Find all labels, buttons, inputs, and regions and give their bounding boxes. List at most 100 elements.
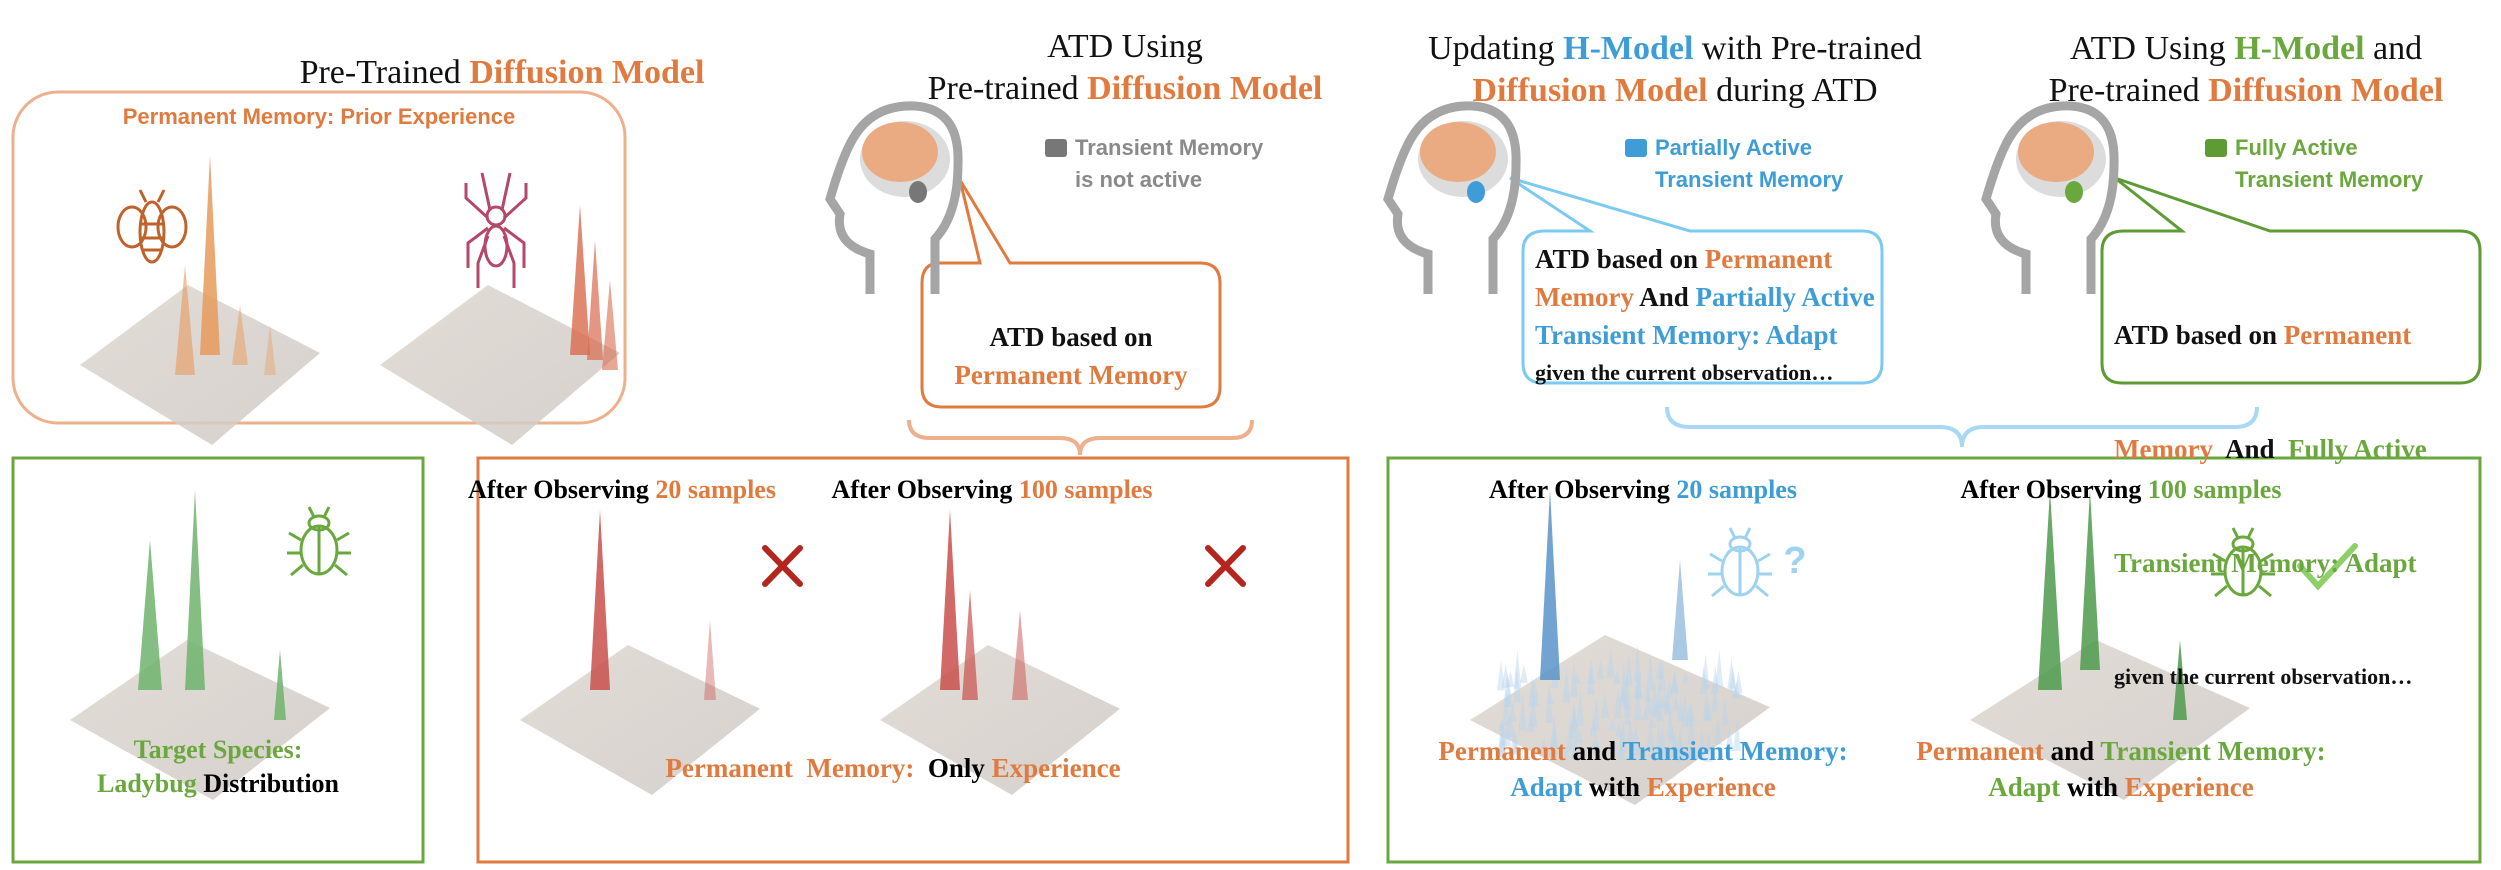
obs-20-hmodel: After Observing 20 samples <box>1489 475 1797 505</box>
target-species: Ladybug <box>97 769 197 798</box>
target-label: Target Species: Ladybug Distribution <box>97 733 339 801</box>
permanent-only-footer: Permanent Memory: Only Experience <box>665 753 1120 784</box>
title-highlight: Diffusion Model <box>469 54 704 91</box>
obs-100-hmodel: After Observing 100 samples <box>1961 475 2282 505</box>
hmodel-footer-left: Permanent and Transient Memory: Adapt wi… <box>1438 733 1847 805</box>
callout-text: Memory <box>2114 434 2213 464</box>
peak <box>704 620 716 700</box>
callout-text: ATD based on <box>2114 320 2284 350</box>
footer-text: Permanent <box>1916 736 2043 766</box>
callout-partial-text: ATD based on Permanent Memory And Partia… <box>1535 240 1875 392</box>
obs-20-permanent: After Observing 20 samples <box>468 475 776 505</box>
callout-text: Permanent <box>1705 244 1832 274</box>
orange-brace <box>909 420 1252 455</box>
ladybug-icon <box>1708 528 1772 596</box>
footer-text: and <box>2044 736 2101 766</box>
title-text: ATD Using <box>2070 30 2234 67</box>
bee-icon <box>118 190 186 262</box>
callout-text: given the current observation… <box>1535 354 1875 392</box>
peak <box>2038 490 2062 690</box>
peak <box>185 490 205 690</box>
title-text: Pre-Trained <box>300 54 470 91</box>
hippocampus-icon <box>2065 181 2083 203</box>
footer-text: Experience <box>2125 772 2254 802</box>
peak <box>570 205 590 355</box>
legend-swatch-green <box>2205 139 2227 157</box>
peak <box>602 280 618 370</box>
head-brain-icon <box>830 106 958 294</box>
callout-line: Permanent Memory <box>922 356 1220 394</box>
hippocampus-icon <box>909 181 927 203</box>
obs-count: 100 samples <box>1019 475 1153 504</box>
legend-swatch-gray <box>1045 139 1067 157</box>
panel4-title: ATD Using H-Model and Pre-trained Diffus… <box>2049 28 2444 112</box>
title-text: and <box>2365 30 2423 67</box>
footer-text: Permanent Memory: <box>665 753 914 783</box>
callout-text: ATD based on <box>1535 244 1705 274</box>
head-brain-icon <box>1388 106 1516 294</box>
obs-count: 20 samples <box>1676 475 1797 504</box>
obs-100-permanent: After Observing 100 samples <box>832 475 1153 505</box>
cross-icon <box>765 548 800 584</box>
panel2-title: ATD Using Pre-trained Diffusion Model <box>928 26 1323 110</box>
legend-text: Transient Memory <box>1655 167 1843 192</box>
callout-text: Transient Memory: Adapt <box>2114 544 2427 582</box>
title-text: during ATD <box>1708 72 1878 109</box>
legend-text: is not active <box>1075 167 1202 192</box>
distribution-surface <box>80 155 320 445</box>
callout-text: And <box>2213 434 2288 464</box>
hippocampus-icon <box>1467 181 1485 203</box>
peak <box>590 510 610 690</box>
legend-text: Fully Active <box>2235 135 2358 160</box>
peak <box>587 240 603 360</box>
peak <box>200 155 220 355</box>
title-text: Pre-trained <box>2049 72 2209 109</box>
title-text: Updating <box>1428 30 1563 67</box>
title-highlight: Diffusion Model <box>2208 72 2443 109</box>
title-text: Pre-trained <box>928 70 1088 107</box>
peak <box>138 540 162 690</box>
legend-text: Partially Active <box>1655 135 1812 160</box>
callout-text: Transient Memory: Adapt <box>1535 316 1875 354</box>
spider-icon <box>466 173 526 288</box>
distribution-surface <box>380 205 620 445</box>
title-highlight: Diffusion Model <box>1472 72 1707 109</box>
title-highlight: Diffusion Model <box>1087 70 1322 107</box>
panel1-subtitle: Permanent Memory: Prior Experience <box>123 100 515 134</box>
title-highlight: H-Model <box>1563 30 1693 67</box>
obs-text: After Observing <box>1961 475 2148 504</box>
footer-text: Transient Memory: <box>1622 736 1847 766</box>
obs-text: After Observing <box>832 475 1019 504</box>
callout-text: And <box>1634 282 1696 312</box>
title-line2: Diffusion Model during ATD <box>1428 70 1922 112</box>
target-line: Target Species: <box>97 733 339 767</box>
peak <box>940 510 960 690</box>
title-line1: ATD Using H-Model and <box>2049 28 2444 70</box>
obs-text: After Observing <box>468 475 655 504</box>
legend-inactive: Transient Memory is not active <box>1045 132 1263 196</box>
callout-text: Partially Active <box>1696 282 1875 312</box>
peak <box>1012 610 1028 700</box>
hmodel-footer-right: Permanent and Transient Memory: Adapt wi… <box>1916 733 2325 805</box>
peak <box>1672 560 1688 660</box>
title-line2: Pre-trained Diffusion Model <box>928 68 1323 110</box>
legend-partial: Partially Active Transient Memory <box>1625 132 1843 196</box>
peak <box>1540 490 1560 680</box>
ladybug-icon <box>287 507 351 575</box>
title-line1: Updating H-Model with Pre-trained <box>1428 28 1922 70</box>
footer-text: Adapt <box>1510 772 1582 802</box>
peak <box>2080 490 2100 670</box>
legend-full: Fully Active Transient Memory <box>2205 132 2423 196</box>
obs-count: 100 samples <box>2148 475 2282 504</box>
callout-line: ATD based on <box>922 318 1220 356</box>
footer-text: with <box>2060 772 2125 802</box>
footer-text: Adapt <box>1988 772 2060 802</box>
obs-count: 20 samples <box>655 475 776 504</box>
callout-text: Permanent <box>2284 320 2411 350</box>
title-text: with Pre-trained <box>1693 30 1922 67</box>
footer-text: and <box>1566 736 1623 766</box>
title-line2: Pre-trained Diffusion Model <box>2049 70 2444 112</box>
legend-swatch-blue <box>1625 139 1647 157</box>
target-text: Distribution <box>197 769 339 798</box>
footer-text: Only <box>914 753 991 783</box>
